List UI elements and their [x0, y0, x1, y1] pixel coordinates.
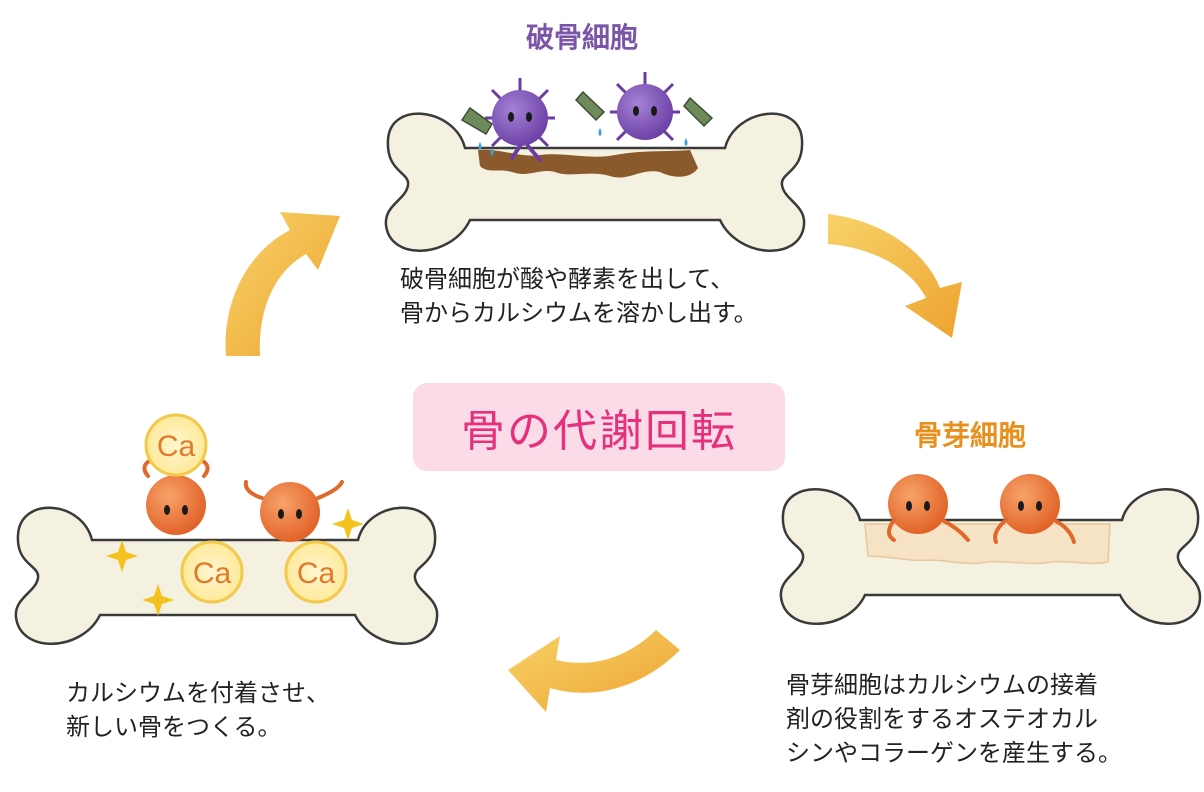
mineralization-desc-line-1: カルシウムを付着させ、	[66, 679, 330, 707]
sparkle-icons	[106, 508, 364, 616]
osteoclast-description: 破骨細胞が酸や酵素を出して、 骨からカルシウムを溶かし出す。	[400, 262, 758, 330]
osteoblast-description: 骨芽細胞はカルシウムの接着 剤の役割をするオステオカル シンやコラーゲンを産生す…	[786, 668, 1122, 770]
osteoblast-waving	[243, 480, 344, 542]
svg-text:Ca: Ca	[297, 557, 336, 590]
resorption-pit	[478, 149, 698, 178]
osteoclast-cell-left	[460, 78, 555, 162]
bone-top	[384, 112, 806, 252]
osteoclast-cell-right	[574, 72, 714, 146]
osteoblast-desc-line-1: 骨芽細胞はカルシウムの接着	[786, 671, 1098, 699]
osteoclast-desc-line-2: 骨からカルシウムを溶かし出す。	[400, 299, 758, 327]
osteoblast-desc-line-2: 剤の役割をするオステオカル	[786, 705, 1098, 733]
arrow-top-right	[828, 214, 962, 338]
svg-text:Ca: Ca	[193, 557, 232, 590]
calcium-right: Ca	[284, 540, 348, 604]
arrow-top-left	[225, 212, 340, 356]
svg-text:Ca: Ca	[157, 430, 196, 463]
osteoblast-label: 骨芽細胞	[914, 419, 1027, 452]
osteoclast-label: 破骨細胞	[526, 21, 639, 54]
title-box: 骨の代謝回転	[413, 383, 785, 471]
diagram-title: 骨の代謝回転	[461, 406, 737, 457]
osteoid-layer	[864, 523, 1111, 565]
osteoblast-desc-line-3: シンやコラーゲンを産生する。	[786, 739, 1122, 767]
arrow-bottom	[508, 630, 680, 712]
mineralization-description: カルシウムを付着させ、 新しい骨をつくる。	[66, 676, 330, 744]
osteoblast-cell-left	[887, 474, 970, 542]
osteoclast-desc-line-1: 破骨細胞が酸や酵素を出して、	[400, 265, 735, 293]
osteoblast-cell-right	[993, 474, 1076, 544]
calcium-middle: Ca	[180, 540, 244, 604]
calcium-top: Ca	[144, 413, 208, 477]
mineralization-desc-line-2: 新しい骨をつくる。	[66, 713, 282, 741]
